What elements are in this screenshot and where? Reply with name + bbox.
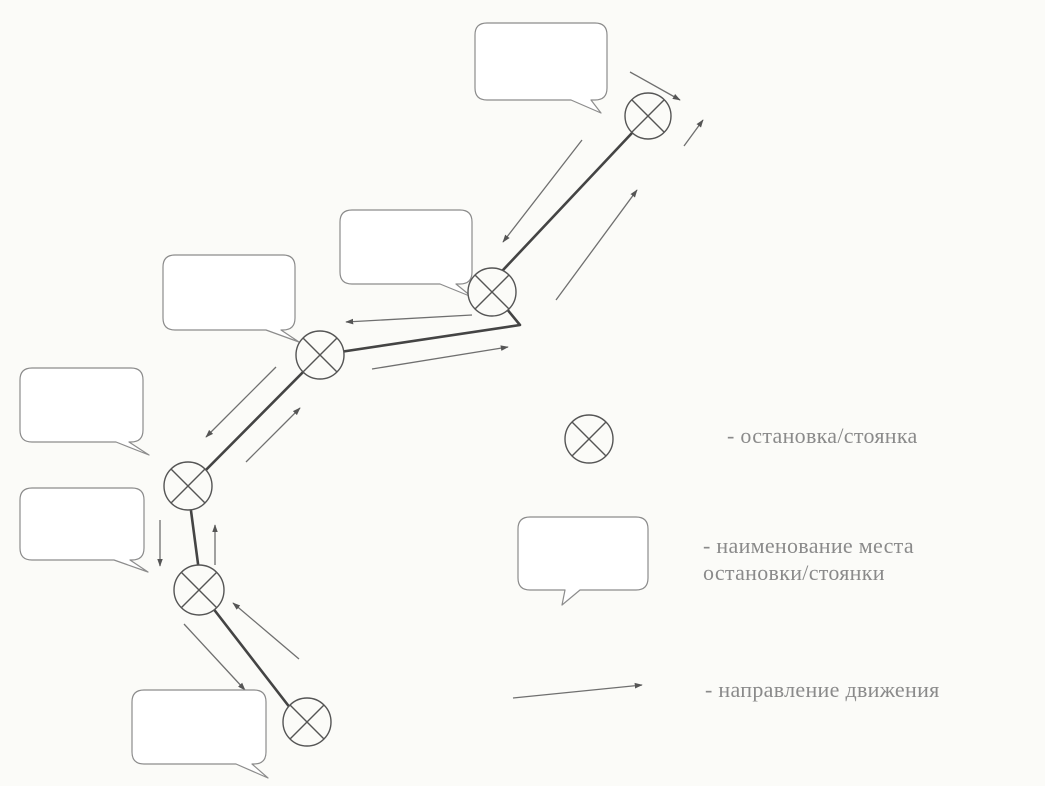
- stop-marker: [295, 330, 345, 380]
- direction-arrow: [205, 366, 277, 438]
- legend-arrow-symbol: [512, 682, 643, 699]
- direction-arrow: [502, 139, 583, 243]
- legend-place-name-line1: - наименование места: [703, 533, 914, 558]
- stop-marker: [163, 461, 213, 511]
- legend-stop-symbol: [564, 414, 614, 464]
- name-callout: [339, 209, 473, 298]
- name-callout: [474, 22, 608, 114]
- name-callout: [162, 254, 300, 343]
- direction-arrow: [555, 189, 638, 301]
- name-callout: [19, 367, 150, 456]
- legend-callout-symbol: [517, 516, 649, 606]
- name-callout: [19, 487, 149, 573]
- stop-marker: [173, 564, 225, 616]
- direction-arrow: [683, 119, 704, 147]
- legend-place-name-line2: остановки/стоянки: [703, 560, 885, 585]
- direction-arrow: [245, 407, 301, 463]
- name-callout: [131, 689, 269, 779]
- direction-arrow: [629, 71, 681, 101]
- direction-arrow: [232, 602, 300, 660]
- stop-marker: [282, 697, 332, 747]
- stop-marker: [624, 92, 672, 140]
- direction-arrows: [157, 71, 704, 691]
- name-callouts: [19, 22, 608, 779]
- legend-direction-label: - направление движения: [705, 677, 940, 702]
- stop-marker: [467, 267, 517, 317]
- direction-arrow: [183, 623, 246, 691]
- direction-arrow: [345, 314, 473, 325]
- legend-place-name-label: - наименование места остановки/стоянки: [703, 532, 914, 586]
- legend-stop-label: - остановка/стоянка: [727, 423, 918, 448]
- direction-arrow: [371, 345, 509, 370]
- stops: [163, 92, 672, 747]
